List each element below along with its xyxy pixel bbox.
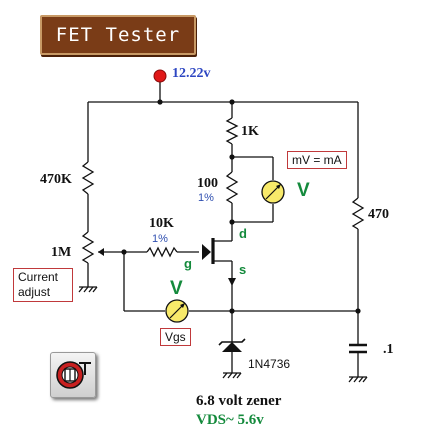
- pot-wiper-arrow: [98, 248, 104, 256]
- junction-drain-top: [229, 99, 235, 105]
- label-470k: 470K: [40, 172, 72, 187]
- junction-gate: [121, 249, 127, 255]
- label-100-tolerance: 1%: [198, 192, 214, 204]
- callout-vgs: Vgs: [160, 328, 191, 346]
- resistor-470: [351, 197, 365, 230]
- label-10k-tolerance: 1%: [152, 233, 168, 245]
- resistor-1k: [225, 117, 239, 145]
- junction-right-bottom: [355, 308, 361, 314]
- title-banner: FET Tester: [40, 15, 196, 55]
- app-logo: [50, 352, 96, 398]
- fet-gate-arrow: [202, 244, 211, 260]
- callout-mv-ma: mV = mA: [287, 151, 347, 169]
- note-zener: 6.8 volt zener: [196, 393, 282, 409]
- meter-current-symbol: V: [297, 180, 310, 201]
- label-1k: 1K: [241, 124, 259, 139]
- pot-1m: [81, 231, 95, 264]
- callout-current-adjust: Current adjust: [13, 268, 73, 302]
- label-100: 100: [197, 176, 218, 191]
- junction-supply: [157, 99, 163, 105]
- label-470: 470: [368, 207, 389, 222]
- logo-icon: [56, 361, 91, 389]
- label-1m: 1M: [51, 245, 72, 260]
- label-zener-part: 1N4736: [248, 357, 291, 371]
- label-drain-pin: d: [239, 226, 247, 241]
- resistor-100: [225, 171, 239, 204]
- label-10k: 10K: [149, 216, 174, 231]
- label-capacitor: .1: [383, 342, 394, 357]
- meter-current: [261, 180, 285, 204]
- fet-source-arrow: [228, 278, 236, 286]
- label-gate-pin: g: [184, 256, 192, 271]
- label-source-pin: s: [239, 262, 247, 277]
- junction-meter-bottom: [229, 219, 235, 225]
- note-vds: VDS~ 5.6v: [196, 412, 264, 428]
- meter-vgs: [165, 299, 189, 323]
- supply-voltage-label: 12.22v: [172, 66, 211, 81]
- resistor-470k: [81, 161, 95, 195]
- zener-diode: [222, 342, 242, 352]
- resistor-10k: [146, 246, 178, 258]
- junction-meter-top: [229, 154, 235, 160]
- supply-terminal: [153, 69, 167, 83]
- meter-vgs-symbol: V: [170, 278, 183, 299]
- junction-source: [229, 308, 235, 314]
